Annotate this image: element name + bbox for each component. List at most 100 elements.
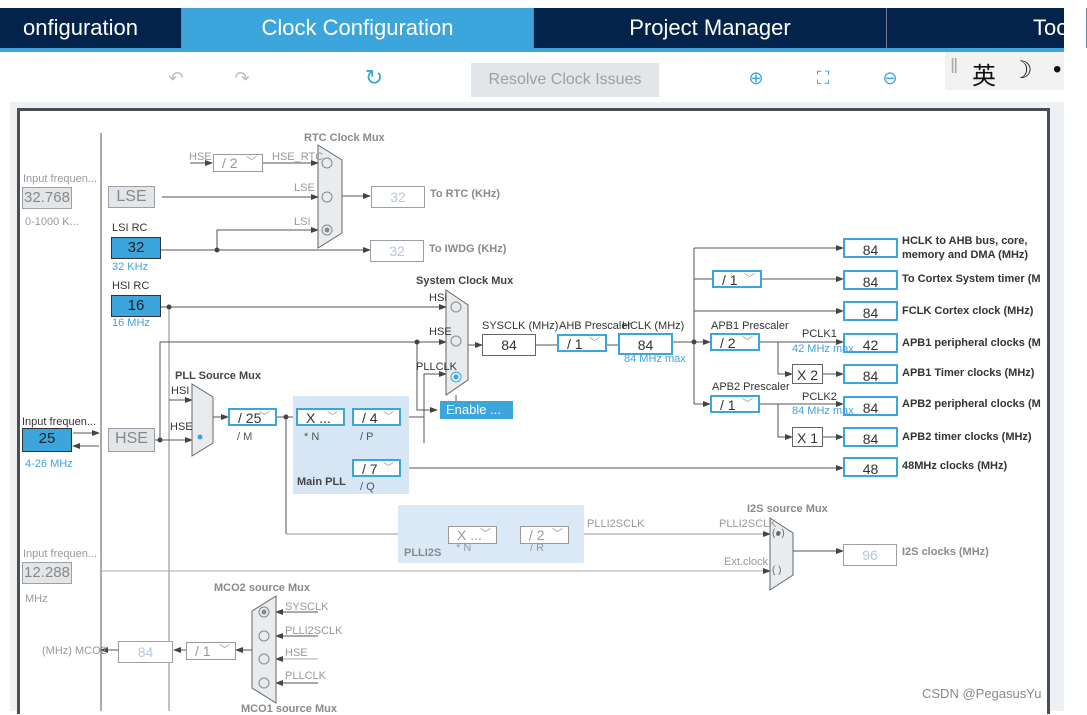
watermark: CSDN @PegasusYu xyxy=(922,686,1042,701)
ime-language-icon[interactable]: 英 xyxy=(972,63,996,90)
i2s-mux-radio-icon[interactable]: ( ) xyxy=(772,565,782,576)
lsi-value: 32 xyxy=(111,237,161,259)
i2s-mux-radio-selected-icon[interactable]: (●) xyxy=(772,528,785,539)
hsi-title: HSI RC xyxy=(112,280,150,292)
pll-source-mux xyxy=(191,383,214,457)
apb1-prescaler-label: APB1 Prescaler xyxy=(711,320,789,332)
pclk2-max: 84 MHz max xyxy=(792,405,854,417)
moon-icon[interactable]: ☽ xyxy=(1011,57,1033,84)
output-apb1-peripheral-value: 42 xyxy=(843,333,898,353)
cortex-timer-divider-select[interactable]: / 1﹀ xyxy=(712,270,762,288)
mco2-divider-select[interactable]: / 1﹀ xyxy=(186,642,236,660)
fit-to-screen-icon[interactable]: ⛶ xyxy=(816,68,830,88)
clock-wiring xyxy=(72,133,844,711)
i2s-mux-ext-clock-label: Ext.clock xyxy=(724,556,769,568)
mco2-output-value: 84 xyxy=(118,641,173,663)
redo-icon[interactable]: ↷ xyxy=(234,68,250,88)
lse-block: LSE xyxy=(108,186,155,208)
apb2-prescaler-select[interactable]: / 1﹀ xyxy=(710,395,760,413)
chevron-down-icon: ﹀ xyxy=(383,411,394,423)
pll-p-label: / P xyxy=(360,431,374,443)
pll-source-mux-title: PLL Source Mux xyxy=(175,370,261,382)
pll-src-hsi-label: HSI xyxy=(171,385,190,397)
zoom-in-icon[interactable]: ⊕ xyxy=(748,68,764,88)
rtc-lse-label: LSE xyxy=(294,182,315,194)
zoom-out-icon[interactable]: ⊖ xyxy=(882,68,898,88)
toolbar: ↶ ↷ ↻ Resolve Clock Issues ⊕ ⛶ ⊖ ‖ 英 ☽ • xyxy=(0,52,1064,102)
apb1-prescaler-select[interactable]: / 2﹀ xyxy=(710,333,760,351)
output-apb1-peripheral-label: APB1 peripheral clocks (M xyxy=(902,337,1041,349)
mco2-sysclk-label: SYSCLK xyxy=(285,601,329,613)
output-apb1-timer-value: 84 xyxy=(843,364,898,384)
apb2-prescaler-label: APB2 Prescaler xyxy=(712,381,790,393)
ahb-prescaler-label: AHB Prescaler xyxy=(559,320,632,332)
rtc-lsi-label: LSI xyxy=(294,216,311,228)
hclk-label: HCLK (MHz) xyxy=(622,320,685,332)
mco2-mux-title: MCO2 source Mux xyxy=(214,582,310,594)
i2s-mux-plli2sclk-label: PLLI2SCLK xyxy=(719,518,777,530)
plli2s-r-label: / R xyxy=(530,542,545,554)
rtc-output-label: To RTC (KHz) xyxy=(430,188,501,200)
ime-grip-icon: ‖ xyxy=(950,56,959,78)
mco2-plli2sclk-label: PLLI2SCLK xyxy=(285,625,343,637)
output-fclk-value: 84 xyxy=(843,301,898,321)
hclk-max: 84 MHz max xyxy=(624,353,686,365)
lse-input-field[interactable]: 32.768 xyxy=(22,187,72,209)
tab-clock-configuration[interactable]: Clock Configuration xyxy=(182,8,534,48)
chevron-down-icon: ﹀ xyxy=(589,337,600,349)
hclk-input[interactable]: 84 xyxy=(618,333,673,355)
plli2s-r-divider-select[interactable]: / 2﹀ xyxy=(520,526,569,544)
output-apb2-peripheral-value: 84 xyxy=(843,396,898,416)
undo-icon[interactable]: ↶ xyxy=(168,68,184,88)
sys-mux-pllclk-label: PLLCLK xyxy=(416,361,457,373)
hse-block: HSE xyxy=(108,428,155,452)
output-fclk-label: FCLK Cortex clock (MHz) xyxy=(902,305,1034,317)
iwdg-output-value: 32 xyxy=(370,240,424,262)
rtc-clock-mux xyxy=(317,144,343,249)
lsi-title: LSI RC xyxy=(112,222,148,234)
hse-input-field[interactable]: 25 xyxy=(22,428,72,452)
mco2-hse-label: HSE xyxy=(285,647,308,659)
tab-project-manager[interactable]: Project Manager xyxy=(534,8,887,48)
pll-q-divider-select[interactable]: / 7﹀ xyxy=(352,459,401,477)
mco2-pllclk-label: PLLCLK xyxy=(285,670,326,682)
pll-n-multiplier-select[interactable]: X ...﹀ xyxy=(296,408,345,426)
plli2s-title: PLLI2S xyxy=(404,547,442,559)
enable-css-button[interactable]: Enable ... xyxy=(440,401,513,419)
chevron-down-icon: ﹀ xyxy=(552,528,563,540)
ext-clock-input-field[interactable]: 12.288 xyxy=(22,562,72,584)
chevron-down-icon: ﹀ xyxy=(742,398,753,410)
mco1-mux-title: MCO1 source Mux xyxy=(241,703,337,715)
dot-icon[interactable]: • xyxy=(1053,56,1062,83)
plli2s-n-multiplier-select[interactable]: X ...﹀ xyxy=(448,526,497,544)
pclk2-label: PCLK2 xyxy=(802,391,837,403)
rtc-hse-divider-select[interactable]: / 2﹀ xyxy=(213,154,263,172)
tab-pinout-configuration[interactable]: onfiguration xyxy=(0,8,182,48)
i2s-output-label: I2S clocks (MHz) xyxy=(902,546,989,558)
ime-toolbar: ‖ 英 ☽ • xyxy=(945,52,1064,90)
plli2sclk-label: PLLI2SCLK xyxy=(587,518,645,530)
pll-m-divider-select[interactable]: / 25﹀ xyxy=(228,408,277,426)
refresh-icon[interactable]: ↻ xyxy=(364,65,384,90)
output-cortex-timer-value: 84 xyxy=(843,270,898,290)
iwdg-output-label: To IWDG (KHz) xyxy=(429,243,507,255)
ext-clock-input-label: Input frequen... xyxy=(23,548,97,560)
pll-src-hse-label: HSE xyxy=(170,421,193,433)
pll-p-divider-select[interactable]: / 4﹀ xyxy=(352,408,401,426)
pll-n-label: * N xyxy=(304,431,320,443)
chevron-down-icon: ﹀ xyxy=(246,156,257,168)
output-apb1-timer-label: APB1 Timer clocks (MHz) xyxy=(902,367,1035,379)
resolve-clock-issues-button[interactable]: Resolve Clock Issues xyxy=(471,63,659,97)
ahb-prescaler-select[interactable]: / 1﹀ xyxy=(557,334,607,352)
hsi-value: 16 xyxy=(111,295,161,317)
main-pll-title: Main PLL xyxy=(297,476,346,488)
chevron-down-icon: ﹀ xyxy=(219,644,230,656)
chevron-down-icon: ﹀ xyxy=(480,528,491,540)
rtc-output-value: 32 xyxy=(371,186,425,208)
pclk1-label: PCLK1 xyxy=(802,328,837,340)
pll-q-label: / Q xyxy=(360,481,375,493)
apb1-timer-multiplier: X 2 xyxy=(792,364,823,384)
hse-range: 4-26 MHz xyxy=(25,458,73,470)
rtc-hse-rtc-label: HSE_RTC xyxy=(272,151,324,163)
output-hclk-ahb-label: HCLK to AHB bus, core, memory and DMA (M… xyxy=(902,235,1029,261)
